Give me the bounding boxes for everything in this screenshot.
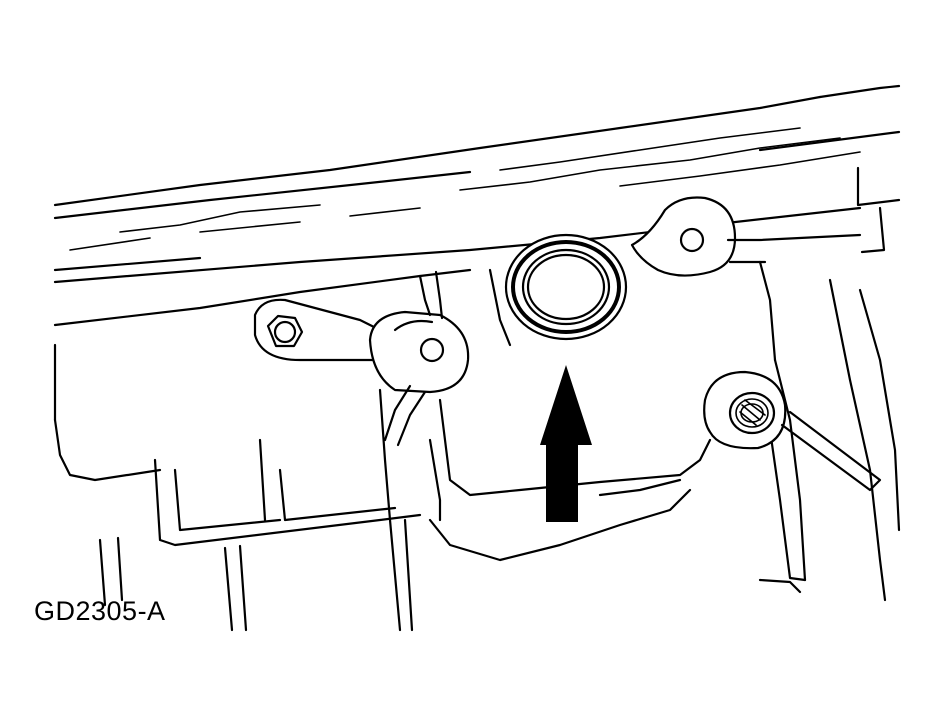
up-arrow-icon — [540, 365, 592, 522]
right-upper-mount — [630, 196, 862, 277]
oil-pan — [53, 388, 442, 632]
right-threaded-boss — [703, 370, 882, 492]
crankshaft-seal — [504, 233, 628, 341]
cylinder-head-rail — [53, 84, 901, 284]
engine-block-body — [53, 260, 901, 602]
bracket-bolt — [253, 298, 382, 362]
figure-id-label: GD2305-A — [34, 596, 166, 626]
left-mounting-boss — [368, 270, 470, 447]
